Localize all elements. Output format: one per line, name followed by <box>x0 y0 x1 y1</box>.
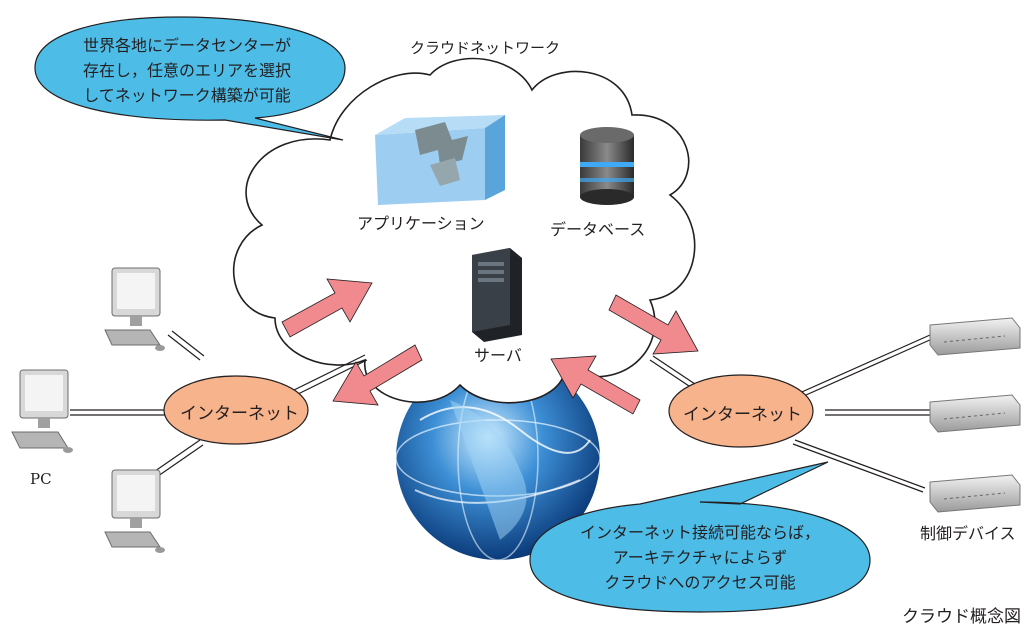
speech-bubble-bottom <box>529 461 871 613</box>
monitor-icon-bottom <box>104 469 165 553</box>
speech-bubble-top <box>34 16 346 141</box>
rack-device-icon-1 <box>929 317 1021 356</box>
arrow-internet-right-to-cloud <box>550 355 641 415</box>
application-label: アプリケーション <box>357 214 485 233</box>
callout-top-line-3: してネットワーク構築が可能 <box>83 86 291 105</box>
right-links <box>649 334 933 493</box>
pc-label: PC <box>30 470 52 488</box>
callout-bottom-line-3: クラウドへのアクセス可能 <box>604 573 796 592</box>
callout-top-line-1: 世界各地にデータセンターが <box>82 36 291 55</box>
callout-top-line-2: 存在し，任意のエリアを選択 <box>82 61 291 80</box>
puzzle-cube-icon <box>375 115 505 205</box>
speech-bubble-top-text: 世界各地にデータセンターが 存在し，任意のエリアを選択 してネットワーク構築が可… <box>52 33 322 108</box>
internet-left-label: インターネット <box>180 404 299 424</box>
rack-device-icon-3 <box>929 474 1021 513</box>
internet-right-label: インターネット <box>683 405 802 425</box>
cloud-title: クラウドネットワーク <box>410 39 561 57</box>
globe-icon <box>395 355 601 561</box>
internet-right-oval <box>668 374 814 448</box>
callout-bottom-line-1: インターネット接続可能ならば， <box>579 523 820 542</box>
internet-left-oval <box>163 375 309 445</box>
arrow-cloud-to-internet-left <box>332 344 423 406</box>
monitor-icon-middle <box>11 369 73 453</box>
monitor-icon-top <box>104 267 165 351</box>
control-devices-label: 制御デバイス <box>920 524 1016 543</box>
arrow-cloud-to-internet-right <box>608 294 699 355</box>
server-label: サーバ <box>474 346 522 365</box>
arrows <box>281 278 699 415</box>
callout-bottom-line-2: アーキテクチャによらず <box>612 548 788 567</box>
database-icon <box>580 127 634 205</box>
database-label: データベース <box>550 220 646 239</box>
server-tower-icon <box>472 248 522 342</box>
arrow-up-left-to-cloud <box>281 278 373 338</box>
rack-device-icon-2 <box>929 394 1021 433</box>
left-links <box>70 330 368 484</box>
figure-caption: クラウド概念図 <box>902 607 1021 627</box>
speech-bubble-bottom-text: インターネット接続可能ならば， アーキテクチャによらず クラウドへのアクセス可能 <box>545 520 855 595</box>
